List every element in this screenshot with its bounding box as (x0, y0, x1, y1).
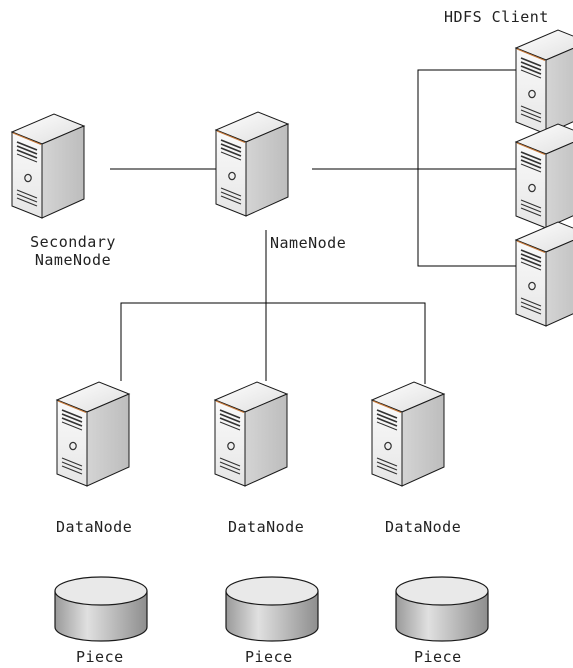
datanode-server-icon-1 (56, 381, 130, 487)
connector-lines (110, 69, 518, 384)
namenode-server-icon (215, 111, 289, 217)
client-server-icon-1 (515, 29, 573, 135)
secondary-namenode-label: Secondary NameNode (18, 233, 128, 269)
piece-disk-icon-2 (225, 576, 319, 642)
datanode-label-1: DataNode (56, 518, 133, 536)
datanode-server-icon-3 (371, 381, 445, 487)
datanode-server-icon-2 (214, 381, 288, 487)
client-server-icon-2 (515, 123, 573, 229)
piece-disk-icon-3 (395, 576, 489, 642)
piece-label-1: Piece (76, 648, 124, 666)
piece-label-3: Piece (414, 648, 462, 666)
secondary-namenode-server-icon (11, 113, 85, 219)
datanode-label-3: DataNode (385, 518, 462, 536)
secondary-label-line1: Secondary (30, 233, 116, 251)
datanode-label-2: DataNode (228, 518, 305, 536)
secondary-label-line2: NameNode (34, 251, 112, 269)
piece-label-2: Piece (245, 648, 293, 666)
line-client-bus (417, 69, 518, 267)
hdfs-client-label: HDFS Client (444, 8, 549, 26)
client-server-icon-3 (515, 221, 573, 327)
line-datanode-bus (120, 302, 426, 384)
piece-disk-icon-1 (54, 576, 148, 642)
namenode-label: NameNode (270, 234, 347, 252)
